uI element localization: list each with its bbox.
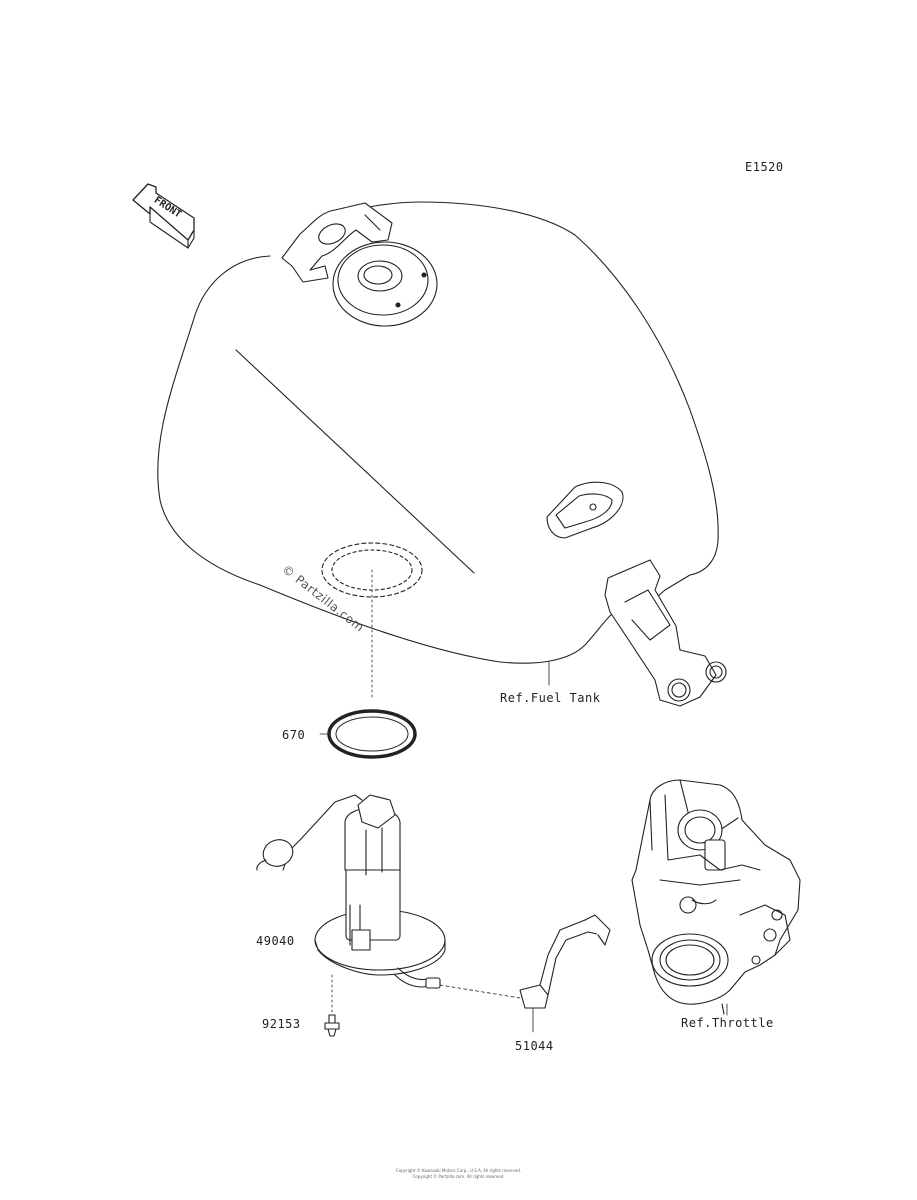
o-ring [319, 709, 417, 759]
label-fuel-tank[interactable]: Ref.Fuel Tank [500, 691, 601, 705]
footer-line-2: Copyright © Partzilla.com. All rights re… [412, 1174, 505, 1179]
diagram-code: E1520 [745, 160, 784, 174]
fuel-tank [157, 201, 727, 707]
label-hose[interactable]: 51044 [515, 1039, 554, 1053]
label-throttle[interactable]: Ref.Throttle [681, 1016, 774, 1030]
fuel-hose [519, 914, 611, 1033]
label-fuel-pump[interactable]: 49040 [256, 934, 295, 948]
fuel-pump [256, 794, 446, 989]
throttle-body [631, 779, 801, 1016]
connection-line [439, 984, 521, 999]
label-bolt[interactable]: 92153 [262, 1017, 301, 1031]
footer-line-1: Copyright © Kawasaki Motors Corp., U.S.A… [395, 1168, 522, 1173]
label-o-ring[interactable]: 670 [282, 728, 306, 742]
front-arrow-icon: FRONT [132, 183, 195, 249]
bolt [324, 974, 340, 1037]
